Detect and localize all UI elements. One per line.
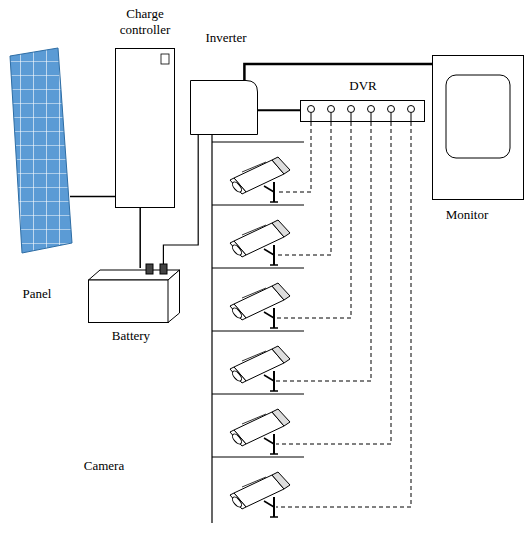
inverter-box: Inverter	[190, 80, 258, 135]
charge-controller-box-outline	[115, 48, 175, 208]
monitor-box: Monitor	[432, 55, 524, 200]
node-label: Battery	[96, 328, 166, 344]
node-label: Charge controller	[105, 6, 185, 37]
battery-box-outline	[88, 268, 180, 323]
node-label: Panel	[12, 286, 62, 302]
group-label: Camera	[74, 458, 134, 474]
monitor-box-outline	[432, 55, 524, 200]
battery-box: Battery	[88, 268, 180, 323]
dvr-box-outline	[300, 100, 425, 122]
node-label: DVR	[338, 78, 388, 94]
solar-panel: Panel	[8, 48, 74, 255]
charge-controller-box: Charge controller	[115, 48, 175, 208]
wire	[139, 208, 141, 268]
wire	[258, 109, 300, 111]
inverter-box-outline	[190, 80, 258, 135]
wire	[70, 196, 115, 198]
node-label: Inverter	[196, 30, 256, 46]
solar-panel-outline	[8, 48, 74, 255]
wire	[244, 64, 432, 80]
dvr-box: DVR	[300, 100, 425, 122]
node-label: Monitor	[432, 207, 502, 223]
